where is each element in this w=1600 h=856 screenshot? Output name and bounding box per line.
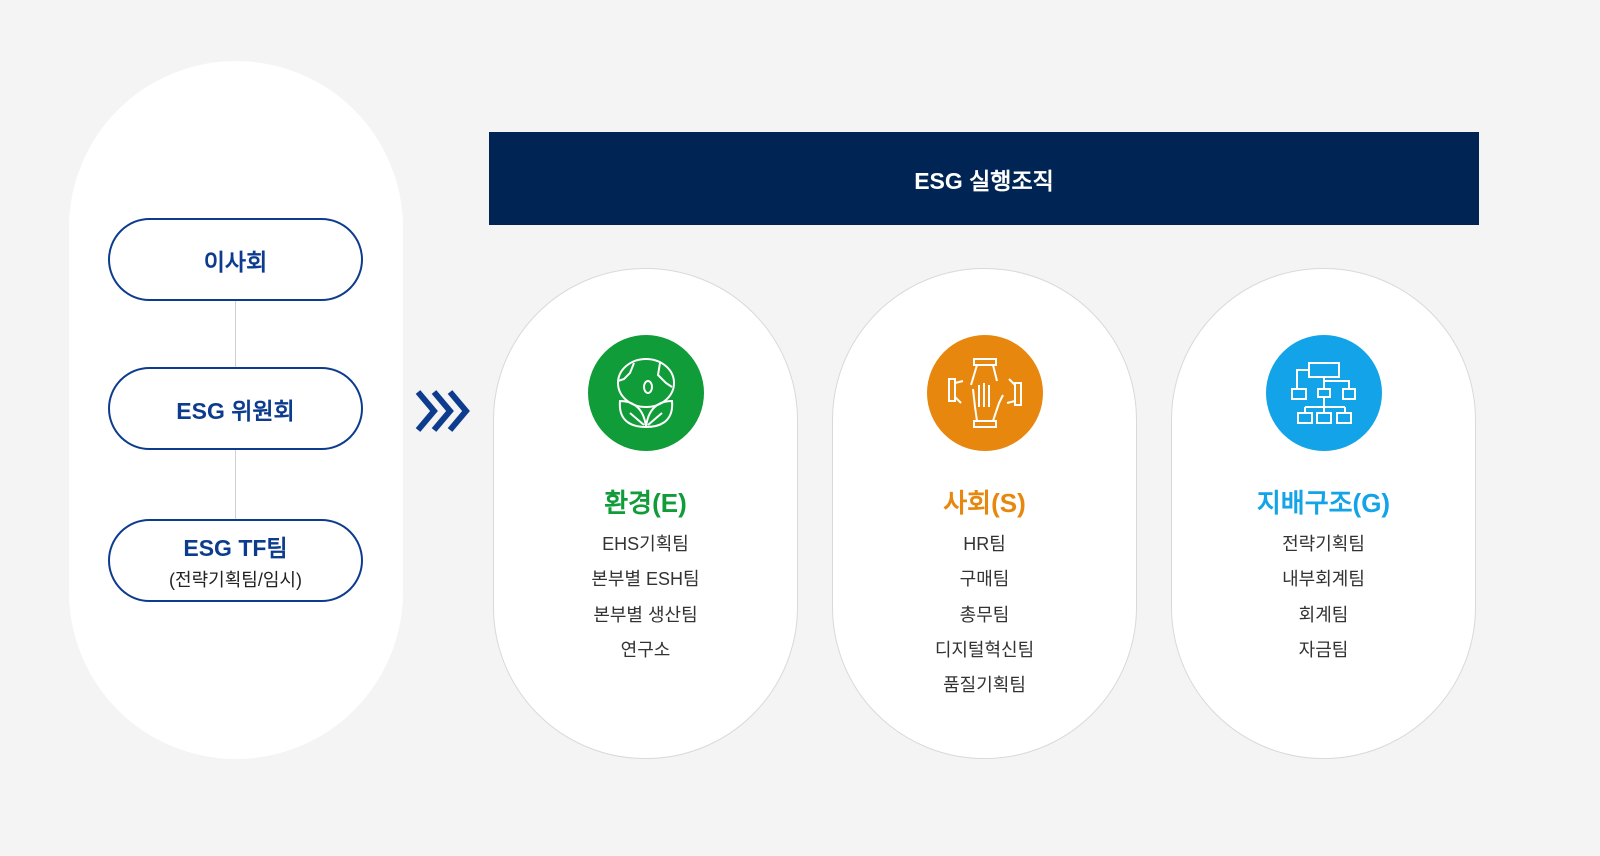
team-item: 총무팀 (959, 604, 1010, 625)
pillar-governance: 지배구조(G) 전략기획팀 내부회계팀 회계팀 자금팀 (1171, 268, 1476, 759)
pillar-title: 사회(S) (943, 488, 1026, 518)
box-title: ESG 위원회 (176, 397, 295, 424)
connector-line (235, 450, 236, 519)
team-item: 전략기획팀 (1282, 534, 1365, 554)
pillar-social: 사회(S) HR팀 구매팀 총무팀 디지털혁신팀 품질기획팀 (832, 268, 1137, 759)
board-box: 이사회 (108, 218, 363, 301)
team-item: 회계팀 (1298, 604, 1349, 625)
team-item: 본부별 생산팀 (593, 604, 698, 625)
pillar-title: 환경(E) (604, 488, 687, 518)
team-item: 본부별 ESH팀 (591, 569, 700, 590)
team-item: HR팀 (963, 534, 1006, 554)
esg-committee-box: ESG 위원회 (108, 367, 363, 450)
team-item: 자금팀 (1298, 639, 1349, 660)
team-item: 구매팀 (959, 569, 1010, 590)
team-item: 디지털혁신팀 (934, 639, 1035, 660)
esg-tf-box: ESG TF팀 (전략기획팀/임시) (108, 519, 363, 602)
box-subtitle: (전략기획팀/임시) (169, 570, 302, 590)
team-item: 연구소 (620, 639, 671, 660)
team-item: 내부회계팀 (1282, 569, 1365, 590)
org-chart-icon (1266, 335, 1382, 451)
stacked-hands-icon (927, 335, 1043, 451)
box-title: ESG TF팀 (183, 535, 288, 561)
team-item: EHS기획팀 (602, 534, 689, 554)
connector-line (235, 300, 236, 367)
earth-leaf-icon (588, 335, 704, 451)
header-title: ESG 실행조직 (914, 167, 1054, 194)
box-title: 이사회 (203, 248, 268, 275)
execution-org-header: ESG 실행조직 (489, 132, 1479, 225)
pillar-environment: 환경(E) EHS기획팀 본부별 ESH팀 본부별 생산팀 연구소 (493, 268, 798, 759)
pillar-title: 지배구조(G) (1256, 488, 1391, 518)
team-item: 품질기획팀 (943, 675, 1026, 696)
triple-chevron-right-icon (415, 390, 470, 432)
